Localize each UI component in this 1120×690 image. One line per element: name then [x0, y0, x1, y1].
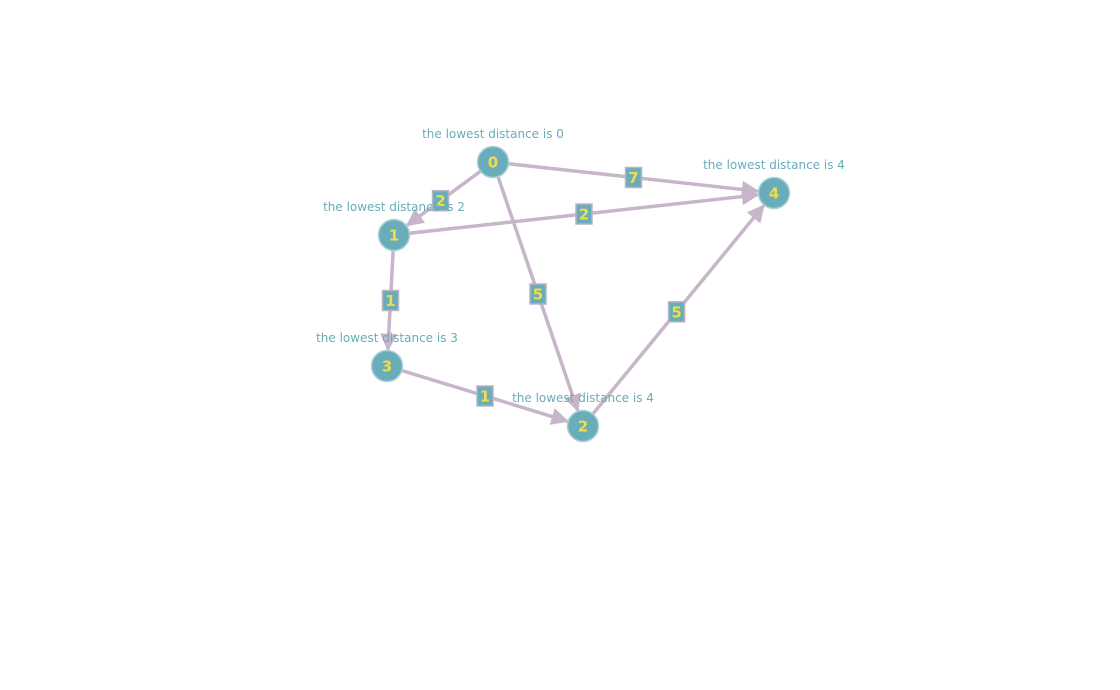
- node-distance-caption: the lowest distance is 4: [703, 158, 845, 172]
- node-distance-caption: the lowest distance is 2: [323, 200, 465, 214]
- edge-weight-label: 5: [667, 301, 686, 323]
- node-id-label: 3: [382, 358, 392, 376]
- edge-weight-label: 2: [575, 203, 593, 225]
- node-id-label: 4: [769, 185, 779, 203]
- node-circle: [476, 145, 510, 179]
- node-distance-caption: the lowest distance is 3: [316, 331, 458, 345]
- edge-weight-box: [381, 289, 400, 312]
- graph-node-0[interactable]: 0: [476, 145, 510, 179]
- edge-weights-layer: 2 7 5 2 1 1 5: [381, 166, 686, 407]
- edge-weight-value: 1: [385, 292, 395, 310]
- edge-weight-label: 5: [529, 283, 547, 305]
- node-distance-caption: the lowest distance is 4: [512, 391, 654, 405]
- edge-weight-value: 5: [533, 286, 543, 304]
- edge-weight-label: 1: [476, 385, 494, 407]
- edge-weight-label: 7: [624, 166, 643, 189]
- node-captions-layer: the lowest distance is 0 the lowest dista…: [316, 127, 845, 405]
- edge-weight-value: 5: [671, 303, 681, 321]
- edge-weight-value: 1: [480, 388, 490, 406]
- graph-node-2[interactable]: 2: [566, 409, 600, 443]
- node-circle: [370, 349, 404, 383]
- edge-weight-box: [529, 283, 547, 305]
- nodes-layer: 0 1 2 3 4: [370, 145, 791, 443]
- node-id-label: 2: [578, 418, 588, 436]
- graph-node-1[interactable]: 1: [377, 218, 411, 252]
- edge-weight-box: [667, 301, 686, 323]
- node-circle: [757, 176, 791, 210]
- edge-weight-box: [431, 189, 450, 212]
- edge-weight-box: [575, 203, 593, 225]
- edge-weight-box: [476, 385, 494, 407]
- graph-node-4[interactable]: 4: [757, 176, 791, 210]
- edge-weight-value: 2: [435, 192, 445, 210]
- node-circle: [566, 409, 600, 443]
- edge-weight-label: 2: [431, 189, 450, 212]
- edge-weight-value: 7: [628, 169, 638, 187]
- node-id-label: 1: [389, 227, 399, 245]
- node-circle: [377, 218, 411, 252]
- node-id-label: 0: [488, 154, 498, 172]
- edge-weight-label: 1: [381, 289, 400, 312]
- node-distance-caption: the lowest distance is 0: [422, 127, 564, 141]
- edge-weight-value: 2: [579, 206, 589, 224]
- graph-node-3[interactable]: 3: [370, 349, 404, 383]
- edge-weight-box: [624, 166, 643, 189]
